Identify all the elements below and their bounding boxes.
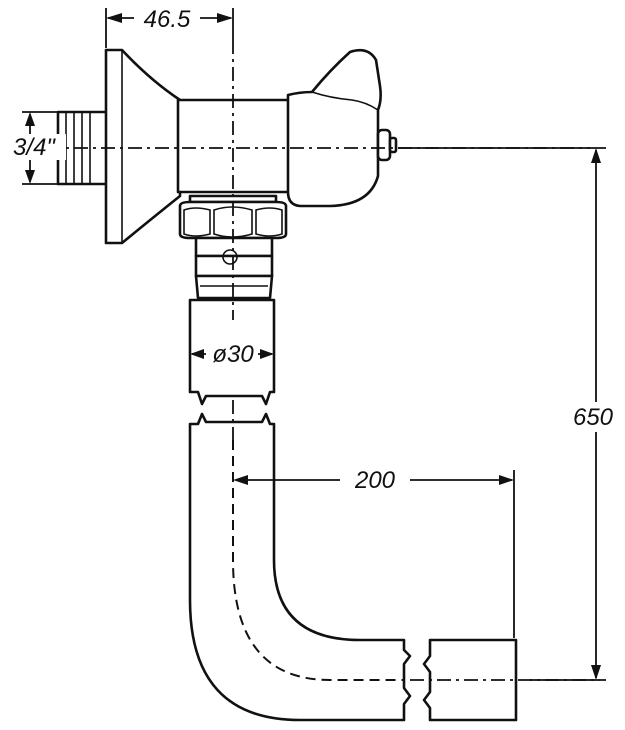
dimension-offset: 46.5 <box>105 6 234 48</box>
wall-flange <box>104 48 182 245</box>
thread-label: 3/4" <box>13 134 56 161</box>
valve-body <box>176 48 398 208</box>
pipe-bend <box>188 412 412 722</box>
dimension-thread: 3/4" <box>2 111 66 185</box>
outlet-length-label: 200 <box>354 467 396 494</box>
pipe-diameter-label: ø30 <box>212 341 254 368</box>
hex-nut <box>178 194 288 240</box>
overall-height-label: 650 <box>573 404 614 431</box>
dimension-outlet-length: 200 <box>233 466 515 638</box>
offset-label: 46.5 <box>144 6 191 33</box>
dimension-pipe-diameter: ø30 <box>190 340 274 368</box>
coupling <box>194 236 274 300</box>
dimension-overall-height: 650 <box>398 147 622 681</box>
center-lines <box>20 40 600 681</box>
